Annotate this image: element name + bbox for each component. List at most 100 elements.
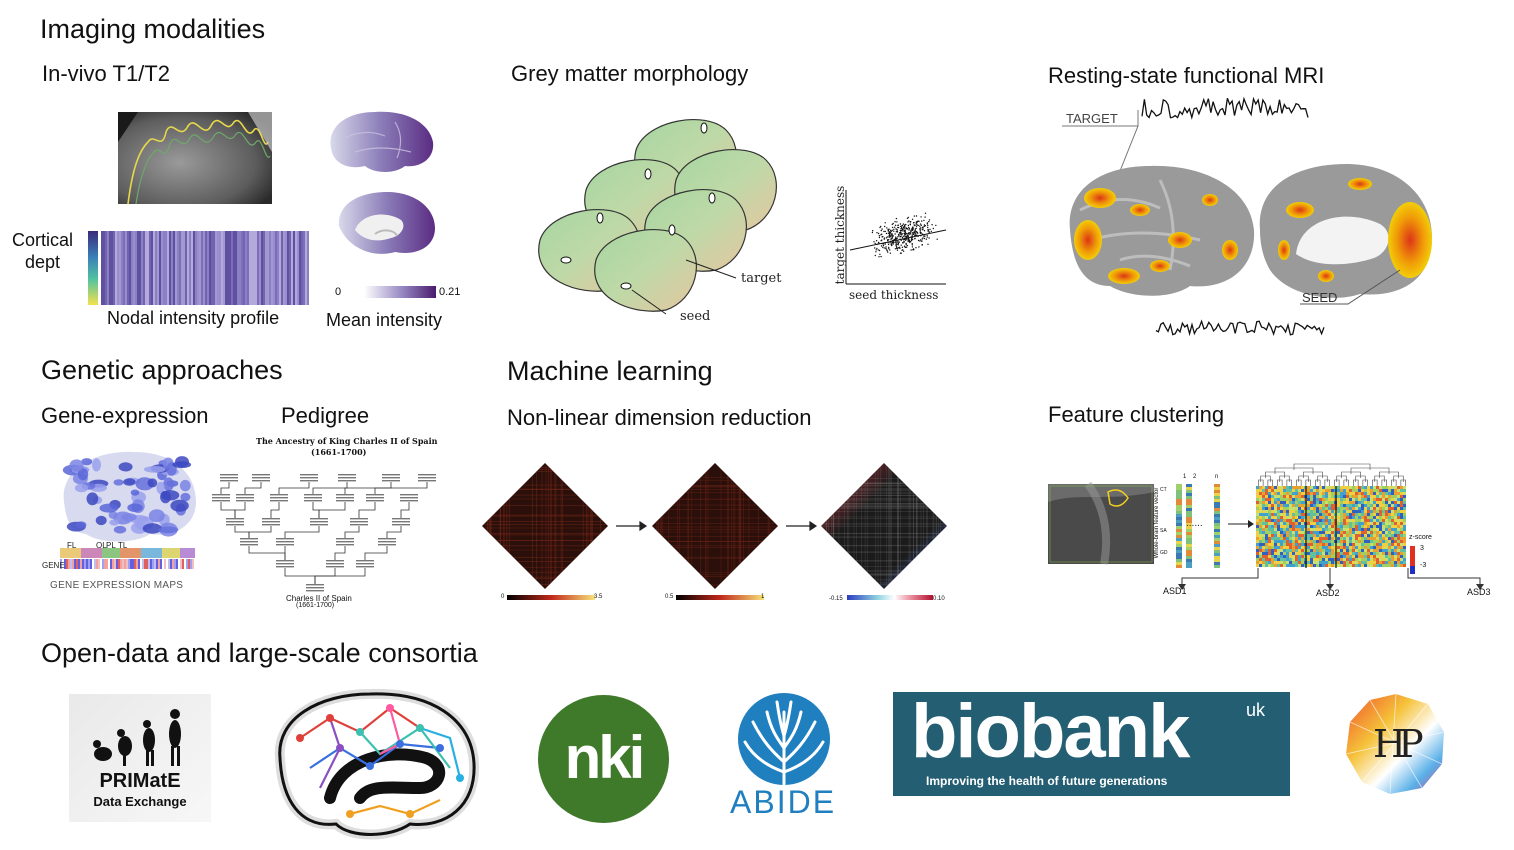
heatmap-cell (1271, 507, 1274, 510)
heatmap-cell (1298, 501, 1301, 504)
heatmap-cell (1385, 501, 1388, 504)
heatmap-cell (1271, 525, 1274, 528)
nodal-stripe (253, 231, 255, 305)
heatmap-cell (1319, 510, 1322, 513)
heatmap-cell (1283, 495, 1286, 498)
heatmap-cell (1403, 549, 1406, 552)
heatmap-cell (1364, 486, 1367, 489)
heatmap-cell (1385, 525, 1388, 528)
pedigree-link (374, 482, 428, 494)
heatmap-cell (1343, 519, 1346, 522)
heatmap-cell (1403, 543, 1406, 546)
scatter-point (910, 249, 912, 251)
heatmap-cell (1364, 549, 1367, 552)
heatmap-cell (1382, 507, 1385, 510)
feature-vector-cell (1214, 520, 1220, 523)
heatmap-cell (1376, 492, 1379, 495)
heatmap-cell (1316, 546, 1319, 549)
scatter-point (899, 247, 901, 250)
feature-vector-cell (1186, 499, 1192, 502)
scatter-point (887, 251, 889, 253)
heatmap-cell (1343, 489, 1346, 492)
scatter-point (889, 252, 892, 254)
heatmap-cell (1310, 486, 1313, 489)
heatmap-cell (1286, 531, 1289, 534)
feature-vector-cell (1176, 547, 1182, 550)
heatmap-cell (1355, 537, 1358, 540)
gene-value-cell (110, 559, 112, 569)
heatmap-cell (1352, 495, 1355, 498)
scatter-point (910, 230, 912, 233)
heatmap-cell (1349, 495, 1352, 498)
scatter-point (909, 233, 911, 236)
heatmap-cell (1292, 504, 1295, 507)
heatmap-cell (1355, 540, 1358, 543)
heatmap-cell (1388, 498, 1391, 501)
heatmap-cell (1328, 531, 1331, 534)
heatmap-cell (1277, 558, 1280, 561)
heatmap-cell (1367, 519, 1370, 522)
heatmap-cell (1343, 522, 1346, 525)
nodal-stripe (267, 231, 269, 305)
scatter-point (894, 224, 897, 226)
heatmap-cell (1307, 504, 1310, 507)
heatmap-cell (1349, 531, 1352, 534)
heatmap-cell (1343, 507, 1346, 510)
heatmap-cell (1325, 531, 1328, 534)
pedigree-node (270, 494, 288, 496)
scatter-point (883, 230, 885, 233)
heatmap-cell (1391, 561, 1394, 564)
heatmap-cell (1277, 534, 1280, 537)
heatmap-cell (1286, 555, 1289, 558)
heatmap-cell (1379, 528, 1382, 531)
heatmap-cell (1274, 546, 1277, 549)
heatmap-cell (1277, 486, 1280, 489)
pedigree-node (336, 541, 354, 543)
heatmap-cell (1367, 516, 1370, 519)
heatmap-cell (1262, 495, 1265, 498)
scatter-point (886, 236, 888, 238)
pedigree-link (312, 482, 348, 494)
nodal-stripe (275, 231, 277, 305)
heatmap-cell (1319, 531, 1322, 534)
pedigree-node (336, 500, 354, 502)
heatmap-cell (1367, 561, 1370, 564)
heatmap-cell (1310, 555, 1313, 558)
heatmap-cell (1385, 561, 1388, 564)
heatmap-cell (1340, 501, 1343, 504)
heatmap-cell (1313, 531, 1316, 534)
heatmap-cell (1262, 534, 1265, 537)
heatmap-cell (1397, 492, 1400, 495)
heatmap-cell (1337, 534, 1340, 537)
heatmap-cell (1262, 504, 1265, 507)
scatter-point (881, 239, 883, 241)
pedigree-link (234, 502, 246, 518)
scatter-point (906, 227, 908, 230)
heatmap-cell (1256, 543, 1259, 546)
pedigree-node (350, 518, 368, 520)
nodal-stripe (261, 231, 263, 305)
heatmap-cell (1337, 522, 1340, 525)
dendrogram-branch (1353, 479, 1359, 486)
feature-vector-cell (1176, 565, 1182, 568)
gene-lobe-cell (117, 548, 120, 558)
heatmap-cell (1283, 498, 1286, 501)
heatmap-cell (1274, 519, 1277, 522)
heatmap-cell (1268, 540, 1271, 543)
heatmap-cell (1256, 489, 1259, 492)
heatmap-cell (1349, 510, 1352, 513)
heatmap-cell (1262, 513, 1265, 516)
heatmap-cell (1286, 543, 1289, 546)
heatmap-cell (1262, 519, 1265, 522)
heatmap-cell (1400, 504, 1403, 507)
scatter-point (907, 237, 909, 239)
gene-value-cell (138, 559, 140, 569)
heatmap-cell (1301, 495, 1304, 498)
heatmap-cell (1301, 510, 1304, 513)
heatmap-cell (1280, 561, 1283, 564)
logo-nki: nki (538, 695, 669, 823)
feature-vector-cell (1186, 523, 1192, 526)
heatmap-cell (1313, 516, 1316, 519)
pedigree-node (226, 518, 244, 520)
scatter-point (890, 242, 893, 244)
